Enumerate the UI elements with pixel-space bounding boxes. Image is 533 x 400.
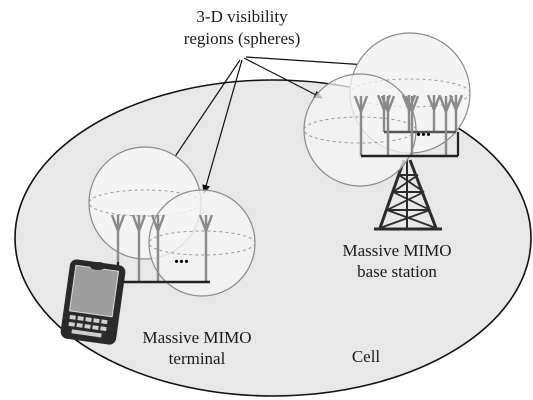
terminal-ellipsis: ... xyxy=(174,246,189,268)
terminal-antenna-array-icon xyxy=(110,214,214,282)
base-station-cluster: ... xyxy=(303,32,471,231)
arrow-to-terminal-sphere-2 xyxy=(202,59,243,194)
terminal-label-line1: Massive MIMO xyxy=(142,328,251,347)
cell-label: Cell xyxy=(352,347,381,366)
arrow-to-terminal-sphere-1 xyxy=(167,59,241,168)
terminal-sphere-right xyxy=(148,189,256,297)
bs-label-line2: base station xyxy=(357,262,437,281)
arrow-to-bs-sphere-1 xyxy=(243,57,323,99)
bs-label-line1: Massive MIMO xyxy=(342,241,451,260)
phone-icon xyxy=(60,259,126,345)
visibility-arrows xyxy=(167,56,383,194)
bs-ellipsis: ... xyxy=(416,119,431,141)
visibility-label-line2: regions (spheres) xyxy=(184,29,301,48)
bs-antenna-array-icon xyxy=(353,94,464,156)
base-station-tower-icon xyxy=(374,158,442,231)
terminal-label-line2: terminal xyxy=(169,349,226,368)
visibility-label-line1: 3-D visibility xyxy=(196,7,288,26)
terminal-cluster: ... xyxy=(88,146,256,297)
